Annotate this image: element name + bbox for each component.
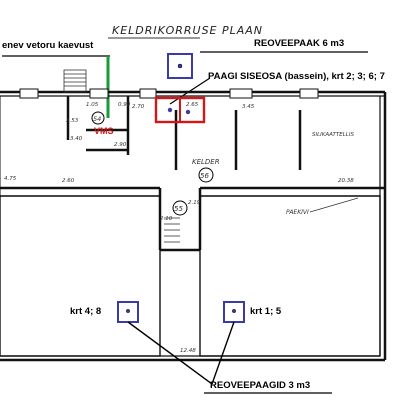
tank-parts-label: PAAGI SISEOSA (bassein), krt 2; 3; 6; 7 xyxy=(208,71,385,82)
tank-part-dot-left xyxy=(167,107,173,113)
krt-left-label: krt 4; 8 xyxy=(70,306,101,317)
dim-2038: 20.38 xyxy=(338,178,354,184)
room-54-number: 54 xyxy=(93,115,101,123)
dim-345: 3.45 xyxy=(242,104,255,110)
krt-right-label: krt 1; 5 xyxy=(250,306,282,317)
window-marks xyxy=(19,88,319,99)
tank-part-dot-right xyxy=(185,109,191,115)
dim-105: 1.05 xyxy=(86,102,99,108)
top-tank-marker xyxy=(167,53,193,79)
top-tank-dot xyxy=(177,63,183,69)
dim-210: 2.10 xyxy=(160,216,173,222)
dim-340: 3.40 xyxy=(70,136,83,142)
staircase-middle xyxy=(164,217,180,243)
plan-title: KELDRIKORRUSE PLAAN xyxy=(112,24,263,37)
paekivi-label: PAEKIVI xyxy=(286,209,309,216)
staircase-top xyxy=(63,69,87,93)
room-56-circle xyxy=(198,167,214,183)
room-54-circle xyxy=(91,111,105,125)
vms-label: VMS xyxy=(94,126,114,136)
dim-265: 2.65 xyxy=(186,102,199,108)
dim-1248: 12.48 xyxy=(180,348,196,354)
room-55-circle xyxy=(172,200,188,216)
tanks-bottom-label: REOVEEPAAGID 3 m3 xyxy=(210,380,310,391)
tanks-leader-right xyxy=(211,321,235,385)
room-55-number: 55 xyxy=(174,205,183,213)
tank-marker-right-dot xyxy=(231,309,236,314)
dim-353: 3.53 xyxy=(66,118,79,124)
dim-219: 2.19 xyxy=(188,200,201,206)
well-note: enev vetoru kaevust xyxy=(2,40,94,51)
dim-260: 2.60 xyxy=(62,178,75,184)
tank-top-label: REOVEEPAAK 6 m3 xyxy=(254,38,344,49)
silikat-label: SILIKAATTELLIS xyxy=(312,132,354,138)
room-56-number: 56 xyxy=(200,172,209,180)
dim-290: 2.90 xyxy=(114,142,127,148)
dim-270: 2.70 xyxy=(132,104,145,110)
tanks-leader-left xyxy=(127,321,213,385)
tank-marker-left-dot xyxy=(125,309,130,314)
dim-475: 4.75 xyxy=(4,176,17,182)
dim-090: 0.90 xyxy=(118,102,131,108)
building-walls xyxy=(0,90,387,362)
room-keldr-label: KELDER xyxy=(192,158,220,166)
paekivi-leader xyxy=(309,197,359,213)
